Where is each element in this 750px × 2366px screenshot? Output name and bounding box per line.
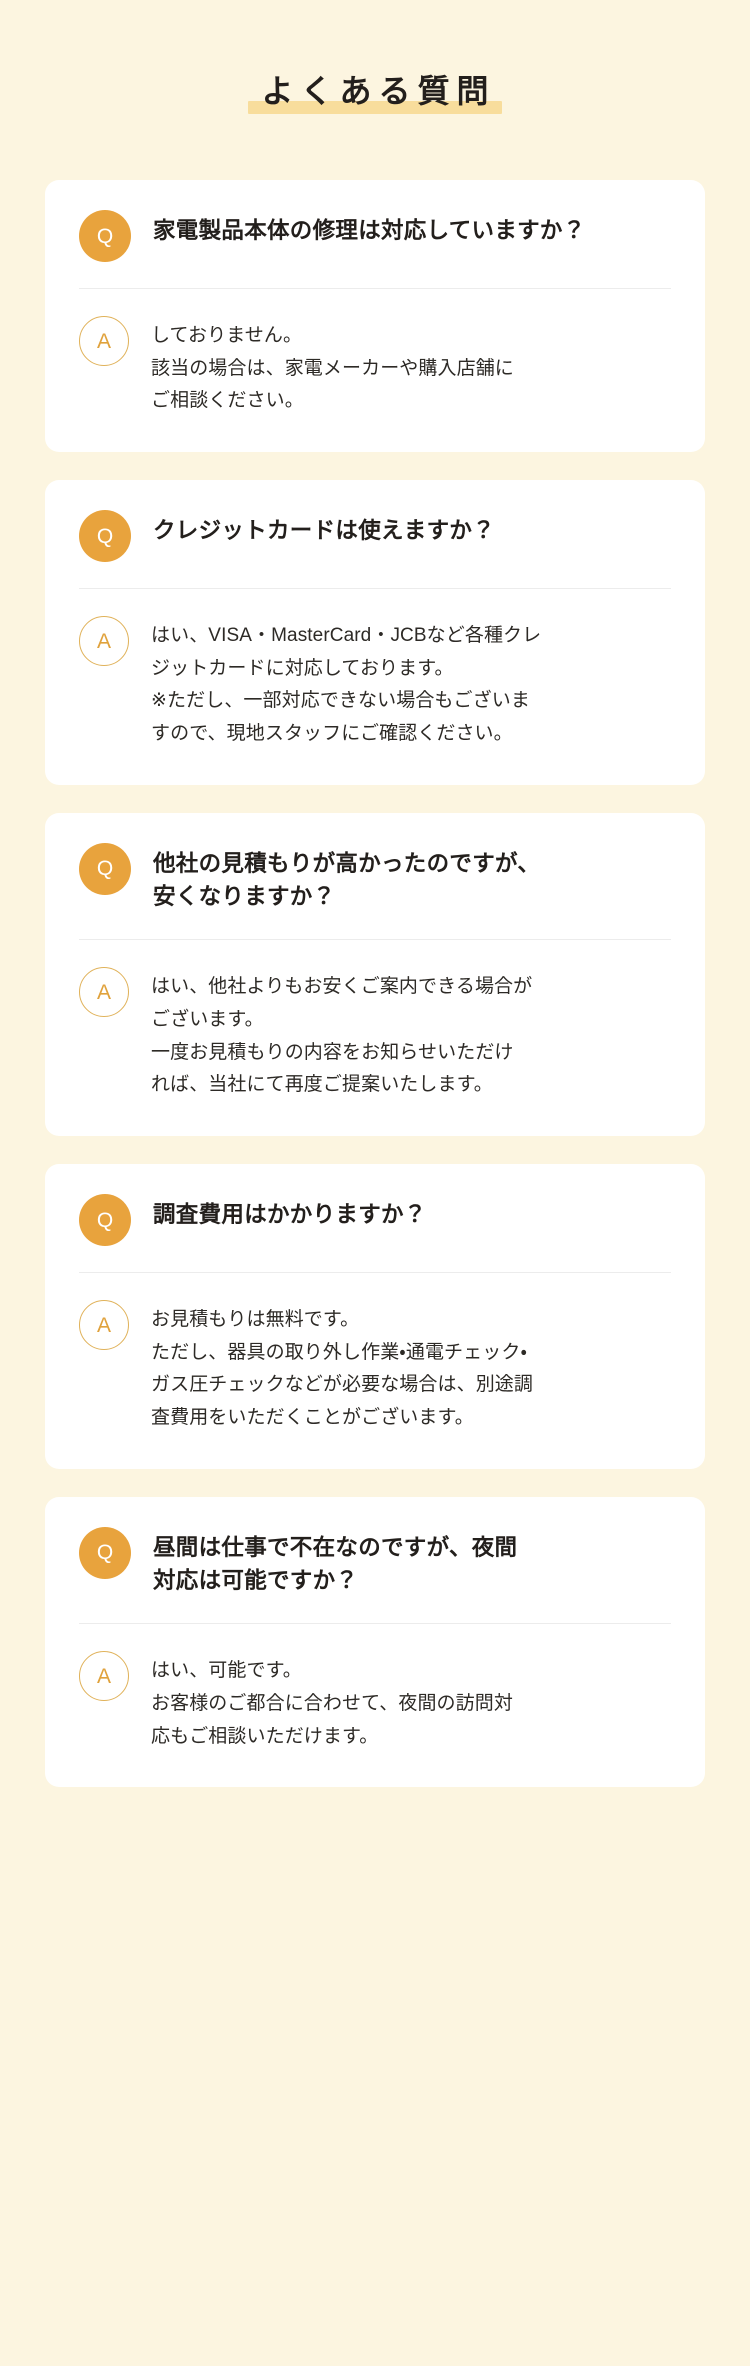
question-badge-icon: Q: [79, 1526, 131, 1579]
question-text: 昼間は仕事で不在なのですが、夜間 対応は可能ですか？: [153, 1534, 518, 1594]
section-heading-label: よくある質問: [261, 72, 496, 109]
answer-text: はい、他社よりもお安くご案内できる場合が ございます。 一度お見積もりの内容をお…: [151, 976, 533, 1096]
faq-card-4[interactable]: Q 調査費用はかかりますか？ A お見積もりは無料です。 ただし、器具の取り外し…: [45, 1164, 705, 1469]
answer-text: はい、可能です。 お客様のご都合に合わせて、夜間の訪問対 応もご相談いただけます…: [151, 1660, 513, 1747]
question-row: Q 昼間は仕事で不在なのですが、夜間 対応は可能ですか？: [79, 1525, 671, 1598]
answer-row: A お見積もりは無料です。 ただし、器具の取り外し作業・通電チェック・ ガス圧チ…: [79, 1299, 671, 1435]
question-badge-icon: Q: [79, 510, 131, 563]
question-text: クレジットカードは使えますか？: [153, 518, 496, 544]
answer-row: A はい、可能です。 お客様のご都合に合わせて、夜間の訪問対 応もご相談いただけ…: [79, 1650, 671, 1753]
answer-row: A しておりません。 該当の場合は、家電メーカーや購入店舗に ご相談ください。: [79, 315, 671, 418]
section-heading: よくある質問: [248, 71, 502, 114]
faq-card-5[interactable]: Q 昼間は仕事で不在なのですが、夜間 対応は可能ですか？ A はい、可能です。 …: [45, 1496, 705, 1788]
qa-divider: [79, 1623, 671, 1625]
qa-divider: [79, 588, 671, 590]
qa-divider: [79, 1272, 671, 1274]
title-highlight-bar: [248, 100, 502, 114]
faq-card-1[interactable]: Q 家電製品本体の修理は対応していますか？ A しておりません。 該当の場合は、…: [45, 180, 705, 453]
faq-card-3[interactable]: Q 他社の見積もりが高かったのですが、 安くなりますか？ A はい、他社よりもお…: [45, 812, 705, 1137]
question-badge-icon: Q: [79, 1194, 131, 1247]
answer-badge-icon: A: [79, 316, 129, 367]
question-row: Q 家電製品本体の修理は対応していますか？: [79, 208, 671, 263]
question-badge-icon: Q: [79, 842, 131, 895]
question-row: Q 他社の見積もりが高かったのですが、 安くなりますか？: [79, 841, 671, 914]
qa-divider: [79, 939, 671, 941]
answer-badge-icon: A: [79, 967, 129, 1018]
answer-text: お見積もりは無料です。 ただし、器具の取り外し作業・通電チェック・ ガス圧チェッ…: [151, 1309, 534, 1429]
question-text: 他社の見積もりが高かったのですが、 安くなりますか？: [153, 850, 541, 910]
answer-text: はい、VISA・MasterCard・JCBなど各種クレ ジットカードに対応して…: [151, 625, 542, 745]
answer-badge-icon: A: [79, 1651, 129, 1702]
qa-divider: [79, 288, 671, 290]
question-row: Q 調査費用はかかりますか？: [79, 1192, 671, 1247]
question-row: Q クレジットカードは使えますか？: [79, 508, 671, 563]
answer-badge-icon: A: [79, 1300, 129, 1351]
faq-card-2[interactable]: Q クレジットカードは使えますか？ A はい、VISA・MasterCard・J…: [45, 480, 705, 785]
question-text: 調査費用はかかりますか？: [153, 1202, 427, 1228]
answer-row: A はい、他社よりもお安くご案内できる場合が ございます。 一度お見積もりの内容…: [79, 966, 671, 1102]
answer-badge-icon: A: [79, 616, 129, 667]
question-badge-icon: Q: [79, 210, 131, 263]
question-text: 家電製品本体の修理は対応していますか？: [153, 218, 586, 244]
page-title: よくある質問: [45, 0, 705, 180]
answer-text: しておりません。 該当の場合は、家電メーカーや購入店舗に ご相談ください。: [151, 325, 514, 412]
answer-row: A はい、VISA・MasterCard・JCBなど各種クレ ジットカードに対応…: [79, 615, 671, 751]
faq-list: Q 家電製品本体の修理は対応していますか？ A しておりません。 該当の場合は、…: [45, 180, 705, 1788]
